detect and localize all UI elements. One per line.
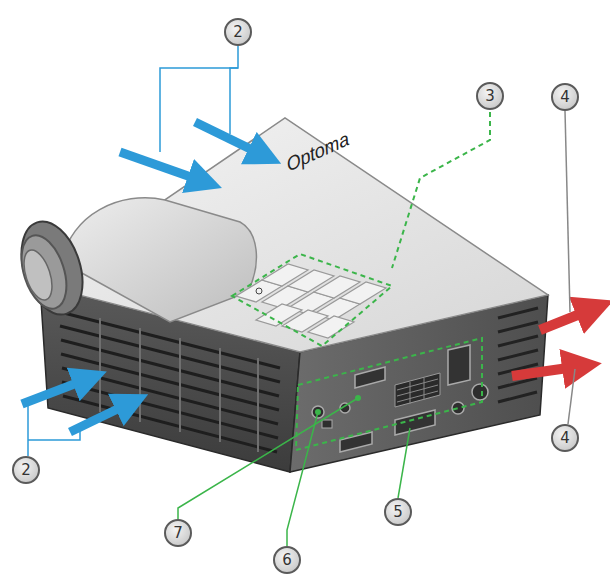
leader-dot: [315, 409, 321, 415]
exhaust-arrow: [540, 308, 595, 330]
lens-ring: [13, 230, 75, 315]
power-symbol: [256, 288, 262, 294]
exhaust-arrow: [512, 366, 582, 376]
intake-arrow: [70, 402, 132, 432]
leader-line: [392, 112, 490, 268]
vent-dividers: [100, 318, 258, 452]
front-vents: [60, 312, 280, 452]
leader-line: [27, 404, 29, 456]
leader-line: [287, 412, 318, 546]
keypad-outline: [232, 254, 392, 346]
callout-number: 6: [273, 546, 301, 574]
leader-line: [230, 68, 238, 134]
leader-line: [568, 369, 575, 424]
leader-line: [398, 428, 410, 498]
leader-line: [28, 430, 80, 440]
top-face: [40, 118, 548, 352]
side-vents: [498, 308, 538, 402]
callout-number: 4: [551, 424, 579, 452]
lens: [11, 214, 94, 323]
leader-line: [565, 111, 570, 312]
callout-number: 5: [384, 498, 412, 526]
callout-number: 2: [12, 456, 40, 484]
intake-arrow: [22, 378, 90, 404]
callout-number: 7: [164, 519, 192, 547]
lens-housing: [62, 198, 256, 322]
callout-number: 3: [476, 82, 504, 110]
leader-line: [178, 398, 358, 519]
leader-line: [160, 46, 238, 152]
callout-number: 4: [551, 83, 579, 111]
lens-glass: [19, 247, 58, 304]
intake-arrow: [120, 152, 205, 182]
ports-outline: [296, 338, 482, 450]
io-ports: [312, 345, 488, 452]
callout-number: 2: [224, 18, 252, 46]
leader-dot: [355, 395, 361, 401]
